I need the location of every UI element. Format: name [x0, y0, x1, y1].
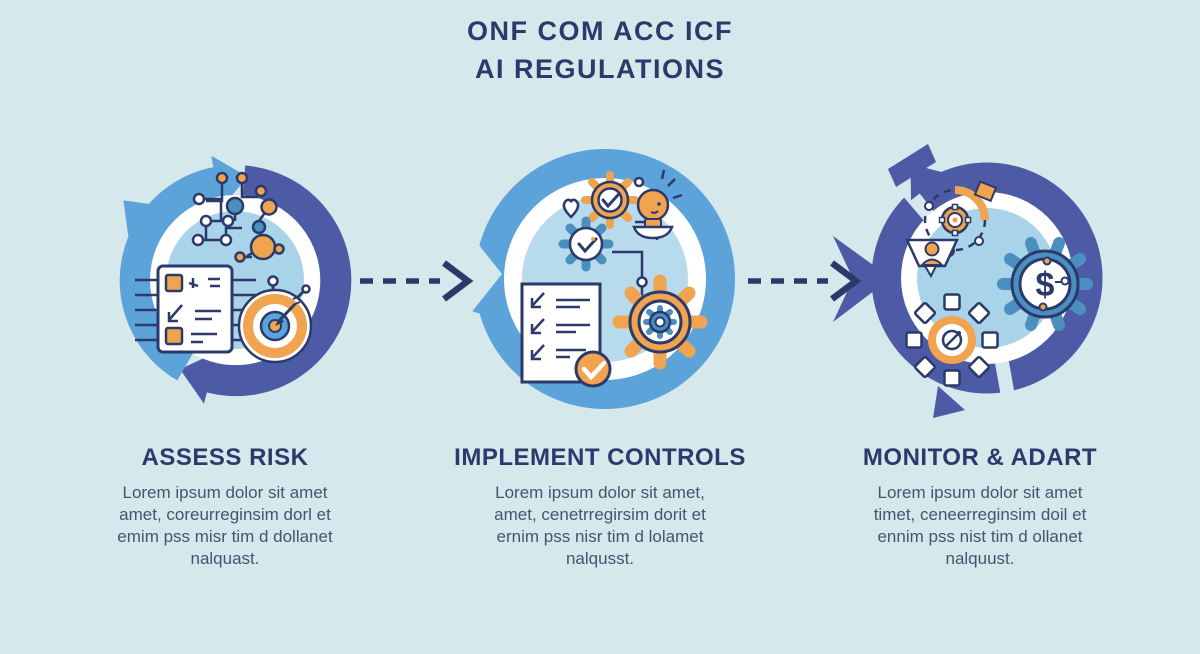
gear-hand-icon	[558, 216, 614, 272]
heart-icon	[562, 198, 580, 219]
target-stopwatch-icon	[237, 275, 313, 364]
double-gear-icon	[612, 274, 708, 370]
dashed-arrow-right-icon	[360, 260, 474, 302]
document-check-icon	[520, 282, 612, 388]
network-nodes-icon	[191, 171, 285, 263]
dollar-gear-icon: $	[997, 237, 1093, 331]
hub-spoke-icon	[905, 293, 999, 387]
step-1-description: Lorem ipsum dolor sit amet amet, coreurr…	[117, 483, 333, 569]
step-2-title: IMPLEMENT CONTROLS	[454, 444, 746, 471]
step-2-description: Lorem ipsum dolor sit amet, amet, cenetr…	[494, 483, 706, 569]
dollar-symbol: $	[1036, 266, 1055, 304]
step-3-text-block: MONITOR & ADART Lorem ipsum dolor sit am…	[808, 444, 1152, 570]
page-title: ONF COM ACC ICF AI REGULATIONS	[0, 16, 1200, 85]
step-1-text-block: ASSESS RISK Lorem ipsum dolor sit amet a…	[58, 444, 392, 570]
cycle-arrows-ring	[833, 144, 1103, 418]
title-line-1: ONF COM ACC ICF	[467, 16, 733, 46]
checklist-document-icon	[135, 264, 256, 354]
monitor-adapt-graphic: $	[833, 144, 1103, 418]
step-3-description: Lorem ipsum dolor sit amet timet, ceneer…	[873, 483, 1087, 569]
implement-controls-graphic	[452, 149, 735, 409]
lightbulb-icon	[632, 169, 683, 240]
gear-check-icon	[581, 171, 639, 229]
step-3-title: MONITOR & ADART	[862, 444, 1098, 471]
step-1-title: ASSESS RISK	[141, 444, 309, 471]
assess-risk-graphic	[119, 155, 352, 404]
dashed-arrow-right-icon	[748, 260, 862, 302]
title-line-2: AI REGULATIONS	[475, 54, 725, 84]
step-2-text-block: IMPLEMENT CONTROLS Lorem ipsum dolor sit…	[432, 444, 768, 570]
process-cycle-icon	[905, 180, 998, 279]
